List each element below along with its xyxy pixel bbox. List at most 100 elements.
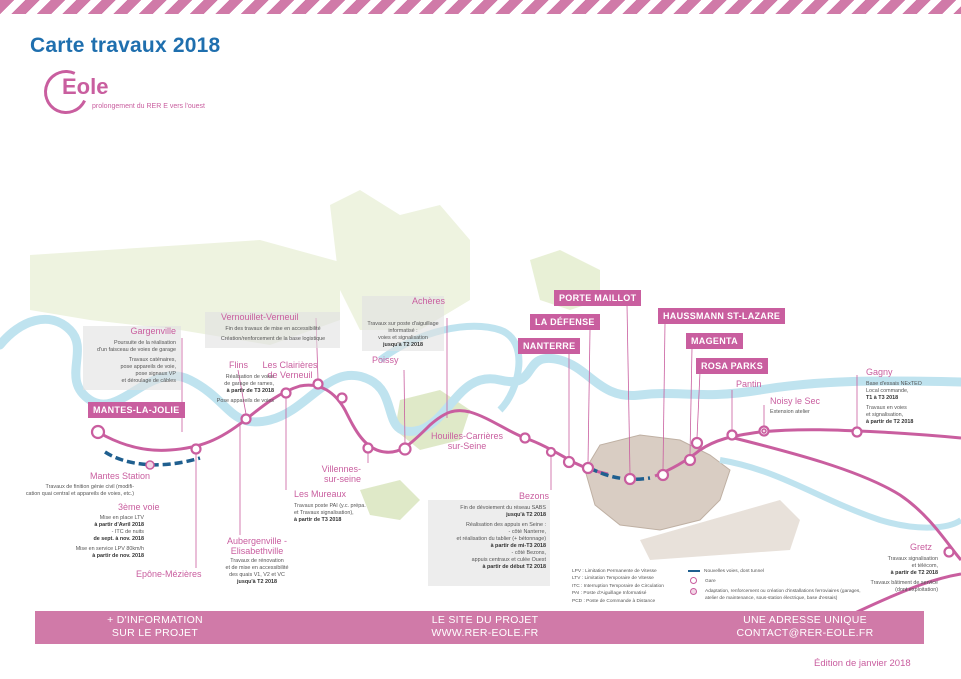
note-line-bold: jusqu'à T2 2018 — [383, 342, 423, 349]
note-line: Local commande, — [866, 388, 909, 395]
edition-date: Édition de janvier 2018 — [814, 658, 911, 669]
note-line: à partir de mi-T3 2018 — [430, 543, 546, 550]
label-villennes: Villennes- sur-seine — [317, 464, 361, 485]
note-acheres: Travaux sur poste d'aiguillage informati… — [364, 321, 442, 349]
note-line: Réalisation de voies — [225, 374, 274, 380]
station-marker — [280, 387, 292, 399]
footer-info: + D'INFORMATION SUR LE PROJET — [85, 614, 225, 640]
note-line: à partir de T2 2018 — [838, 570, 938, 577]
note-line: Fin des travaux de mise en accessibilité — [225, 326, 321, 332]
legend-abbrev: PCD : Poste de Commande à Distance — [572, 598, 656, 604]
legend-adaptation-text: Adaptation, renforcement ou création d'i… — [705, 588, 861, 602]
note-line: Création/renforcement de la base logisti… — [220, 336, 326, 343]
note-line-bold: jusqu'à T2 2018 — [237, 579, 277, 586]
note-troisieme-voie: Mise en place LTV à partir d'Avril 2018 … — [60, 515, 144, 560]
label-gretz: Gretz — [910, 542, 933, 552]
station-bezons — [545, 446, 557, 458]
label-acheres: Achères — [412, 296, 446, 306]
note-line: Mise en place LTV — [99, 515, 144, 521]
note-line: cation quai central et appareils de voie… — [25, 491, 134, 498]
note-line: Travaux signalisation — [887, 556, 938, 562]
label-clairieres: Les Clairières de Verneuil — [262, 360, 318, 381]
flag-rosa-parks: ROSA PARKS — [696, 358, 769, 374]
label-houilles: Houilles-Carrières sur-Seine — [422, 431, 512, 452]
legend-abbrev: ITC : Interruption Temporaire de Circula… — [572, 583, 664, 589]
label-bezons: Bezons — [519, 491, 550, 501]
station-marker — [240, 413, 252, 425]
info-box-acheres — [362, 296, 444, 351]
station-marker — [312, 378, 324, 390]
label-vernouillet: Vernouillet-Verneuil — [221, 312, 299, 322]
adaptation-markers — [145, 428, 767, 470]
note-gargenville: Poursuite de la réalisation d'un faiscea… — [80, 340, 176, 385]
note-line: jusqu'à T2 2018 — [212, 579, 302, 586]
note-vernouillet: Fin des travaux de mise en accessibilité… — [208, 326, 338, 343]
note-line-bold: à partir de T3 2018 — [294, 517, 342, 524]
note-line-bold: T1 à T3 2018 — [866, 395, 899, 402]
label-mantes-station: Mantes Station — [90, 471, 151, 481]
paris-area — [584, 434, 731, 531]
footer-contact-line1: UNE ADRESSE UNIQUE — [743, 614, 867, 626]
station-magenta — [683, 453, 697, 467]
flag-porte-maillot: PORTE MAILLOT — [554, 290, 642, 306]
adaptation-mantes — [145, 460, 155, 470]
note-line: Pose appareils de voies — [216, 398, 274, 405]
station-houilles — [519, 432, 531, 444]
legend-new-track-text: Nouvelles voies, dont tunnel — [704, 569, 764, 574]
note-line: à partir de T3 2018 — [186, 388, 274, 395]
flag-mantes-la-jolie: MANTES-LA-JOLIE — [88, 402, 185, 418]
note-line: Travaux sur poste d'aiguillage — [367, 321, 439, 327]
note-line: Travaux caténaires, — [128, 357, 176, 364]
note-line: et de mise en accessibilité — [225, 565, 289, 572]
footer-contact-email[interactable]: CONTACT@RER-EOLE.FR — [736, 627, 874, 640]
note-line: Fin de dévoiement du réseau SABS — [460, 505, 546, 511]
station-gretz — [943, 546, 955, 558]
note-line: Travaux de rénovation — [230, 558, 284, 564]
note-line: jusqu'à T2 2018 — [430, 512, 546, 519]
note-line: pose appareils de voie, — [120, 364, 176, 371]
paris-area — [640, 500, 800, 560]
footer-info-line2: SUR LE PROJET — [111, 627, 199, 640]
label-clairieres-line2: de Verneuil — [267, 369, 313, 380]
flag-la-defense: LA DÉFENSE — [530, 314, 600, 330]
note-line: à partir de T2 2018 — [866, 419, 946, 426]
station-marker — [336, 392, 348, 404]
rer-e-branch — [729, 435, 961, 561]
top-stripes — [0, 0, 961, 14]
label-gargenville: Gargenville — [130, 326, 176, 336]
label-troisieme-voie: 3ème voie — [118, 502, 160, 512]
legend-station: Gare — [688, 577, 872, 585]
label-aubergenville-line2: Elisabethville — [230, 545, 284, 556]
label-les-mureaux: Les Mureaux — [294, 489, 347, 499]
station-markers — [90, 378, 955, 558]
green-area — [360, 480, 420, 520]
note-line: Travaux en voies — [866, 405, 907, 412]
note-les-mureaux: Travaux poste PAI (y.c. prépa. et Travau… — [294, 503, 376, 524]
note-line: de sept. à nov. 2018 — [60, 536, 144, 543]
marne-river — [719, 457, 961, 531]
label-villennes-line1: Villennes- — [321, 464, 361, 474]
label-aubergenville-line1: Aubergenville - — [226, 536, 288, 546]
info-box-bezons — [428, 500, 550, 586]
station-haussmann — [656, 468, 670, 482]
note-bezons: Fin de dévoiement du réseau SABS jusqu'à… — [430, 505, 546, 571]
note-line: Travaux de finition génie civil (modifi- — [45, 484, 134, 490]
note-line-bold: jusqu'à T2 2018 — [506, 512, 546, 519]
note-line: Mise en service LPV 80km/h — [75, 546, 144, 553]
note-line: d'un faisceau de voies de garage — [97, 347, 176, 354]
label-epone: Epône-Mézières — [136, 569, 202, 579]
footer-site-url[interactable]: WWW.RER-EOLE.FR — [431, 627, 539, 640]
new-track-mantes — [104, 450, 201, 467]
note-line-bold: à partir de nov. 2018 — [92, 553, 144, 560]
flag-magenta: MAGENTA — [686, 333, 743, 349]
note-line: Poursuite de la réalisation — [113, 340, 176, 346]
label-gagny: Gagny — [866, 367, 893, 377]
note-flins: Réalisation de voies de garage de rames,… — [186, 374, 274, 405]
eole-logo: Eole prolongement du RER E vers l'ouest — [37, 63, 304, 121]
footer-contact: UNE ADRESSE UNIQUE CONTACT@RER-EOLE.FR — [725, 614, 885, 640]
label-clairieres-line1: Les Clairières — [262, 360, 318, 370]
note-line: Travaux poste PAI (y.c. prépa. — [294, 503, 366, 509]
station-mantes-la-jolie — [90, 424, 106, 440]
info-box-vernouillet — [205, 312, 340, 348]
note-line: (dont exploitation) — [895, 587, 938, 594]
